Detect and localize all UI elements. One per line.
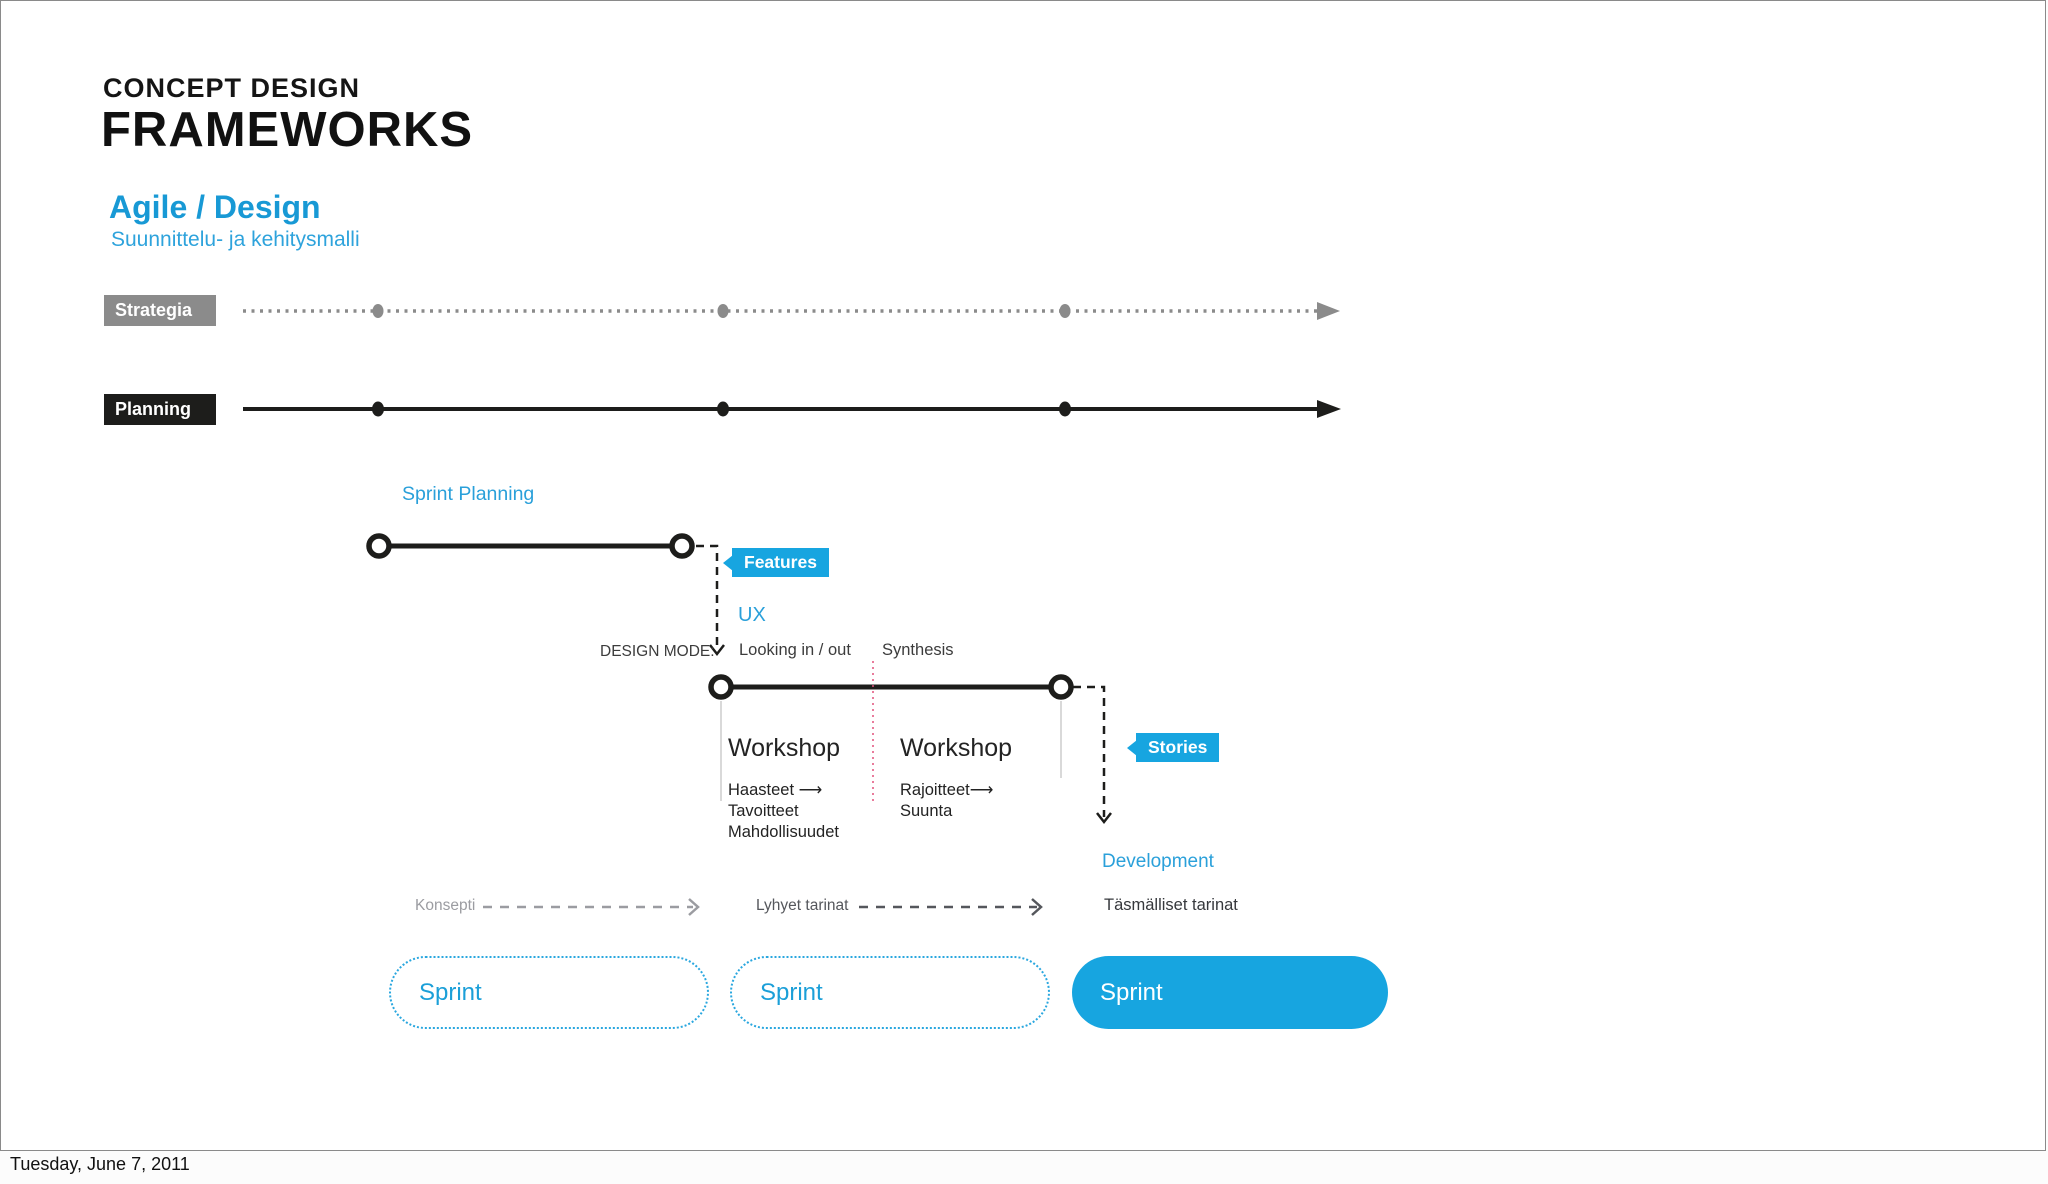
workshop-title: Workshop (900, 734, 1013, 762)
ux-label: UX (738, 604, 766, 626)
tasmalliset-tarinat-label: Täsmälliset tarinat (1104, 896, 1238, 914)
planning-arrowhead-icon (1317, 400, 1341, 418)
workshop-title: Workshop (728, 734, 841, 762)
features-badge: Features (732, 548, 829, 577)
stories-connector-line (1073, 685, 1106, 817)
strategia-arrowhead-icon (1317, 302, 1340, 320)
sprint-pill-label: Sprint (760, 978, 823, 1006)
section-subheading: Suunnittelu- ja kehitysmalli (111, 228, 360, 251)
strategia-milestone-dot (717, 304, 729, 318)
planning-row-label: Planning (104, 394, 216, 425)
strategia-row-label: Strategia (104, 295, 216, 326)
sprint-planning-start-circle (366, 533, 392, 559)
footer-date: Tuesday, June 7, 2011 (10, 1154, 190, 1174)
workshop-item: Tavoitteet (728, 802, 799, 820)
konsepti-label: Konsepti (415, 897, 476, 914)
lyhyet-arrowhead-icon (1031, 898, 1043, 916)
konsepti-arrowhead-icon (688, 898, 700, 916)
development-label: Development (1102, 851, 1214, 872)
slide-frame: CONCEPT DESIGN FRAMEWORKS Agile / Design… (0, 0, 2046, 1151)
stories-connector-arrowhead-icon (1096, 812, 1112, 825)
main-title: FRAMEWORKS (101, 103, 474, 157)
workshop-block-1: Workshop Haasteet ⟶ Tavoitteet Mahdollis… (728, 734, 840, 843)
lyhyet-tarinat-label: Lyhyet tarinat (756, 897, 849, 914)
sprint-pill-1: Sprint (389, 956, 709, 1029)
workshop-item: Rajoitteet⟶ (900, 781, 994, 799)
workshop-block-2: Workshop Rajoitteet⟶ Suunta (900, 734, 1012, 822)
kicker-title: CONCEPT DESIGN (103, 73, 361, 103)
sprint-planning-label: Sprint Planning (402, 483, 535, 505)
workshop-end-circle (1048, 674, 1074, 700)
design-mode-label: DESIGN MODE: (600, 643, 715, 660)
planning-milestone-dot (372, 401, 384, 417)
features-badge-label: Features (744, 552, 817, 572)
sprint-pill-2: Sprint (730, 956, 1050, 1029)
workshop-item: Mahdollisuudet (728, 823, 839, 841)
stories-badge: Stories (1136, 733, 1220, 762)
stories-badge-label: Stories (1148, 737, 1208, 757)
sprint-pill-3: Sprint (1072, 956, 1388, 1029)
sprint-pill-label: Sprint (1100, 978, 1163, 1006)
workshop-item: Suunta (900, 802, 953, 820)
workshop-item: Haasteet ⟶ (728, 781, 823, 799)
synthesis-label: Synthesis (882, 641, 954, 659)
strategia-milestone-dot (1059, 304, 1071, 318)
section-heading: Agile / Design (109, 189, 321, 225)
looking-in-out-label: Looking in / out (739, 641, 851, 659)
strategia-milestone-dot (372, 304, 384, 318)
sprint-pill-label: Sprint (419, 978, 482, 1006)
planning-milestone-dot (1059, 401, 1071, 417)
features-connector-line (696, 544, 719, 649)
features-connector-arrowhead-icon (709, 644, 725, 657)
planning-milestone-dot (717, 401, 729, 417)
footer-bar: Tuesday, June 7, 2011 (0, 1151, 2048, 1184)
sprint-planning-end-circle (669, 533, 695, 559)
workshop-start-circle (708, 674, 734, 700)
